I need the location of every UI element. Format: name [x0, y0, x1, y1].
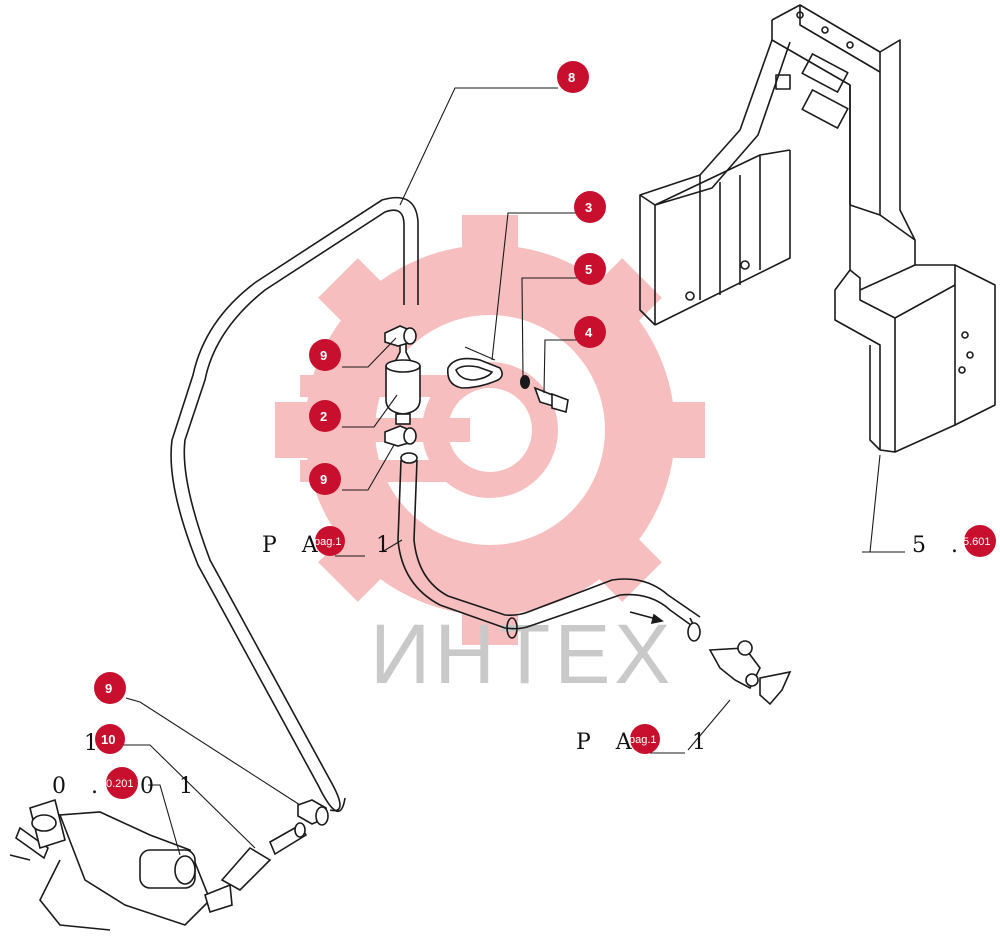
- ref-pump: 0 . 0.201 0 1: [52, 767, 202, 799]
- ref-pag-lower-suffix: 1: [692, 730, 715, 755]
- ref-fitting-prefix: 1: [84, 731, 107, 756]
- ref-frame-badge: 5.601: [963, 536, 991, 548]
- ref-frame-prefix: 5 .: [912, 533, 967, 558]
- ref-pag-lower-badge: pag.1: [629, 734, 657, 746]
- hose-clamp-upper: [384, 325, 417, 347]
- callout-8-label: 8: [568, 70, 575, 85]
- hex-bolt: [533, 386, 569, 414]
- ref-pump-badge: 0.201: [106, 778, 134, 790]
- ref-pump-prefix: 0 .: [52, 774, 107, 799]
- ref-frame: 5 . 5.601: [862, 525, 996, 558]
- callout-9-middle-label: 9: [320, 472, 327, 487]
- callout-4-label: 4: [585, 325, 593, 340]
- callout-5-label: 5: [585, 262, 592, 277]
- callout-4[interactable]: 4: [574, 316, 606, 348]
- ref-fitting: 1 10: [84, 724, 125, 756]
- callout-3[interactable]: 3: [574, 191, 606, 223]
- callout-9-middle[interactable]: 9: [309, 463, 341, 495]
- watermark-text: ИНТЕХ: [370, 607, 674, 701]
- ref-fitting-badge: 10: [101, 732, 115, 747]
- fuel-filter: [385, 339, 421, 425]
- ref-pump-suffix: 0 1: [140, 774, 202, 799]
- watermark-gear-logo: [275, 215, 705, 645]
- fuel-pump: [9, 798, 233, 931]
- callout-9-upper[interactable]: 9: [309, 339, 341, 371]
- lock-washer: [520, 375, 530, 389]
- frame-bracket: [639, 4, 996, 453]
- ref-pag-lower-prefix: P A: [576, 730, 641, 755]
- hose-fitting: [220, 822, 308, 891]
- callout-2-label: 2: [320, 409, 327, 424]
- callout-9-lower-label: 9: [105, 681, 112, 696]
- ref-pag-upper-suffix: 1: [376, 533, 399, 558]
- ref-pag-upper-badge: pag.1: [314, 536, 342, 548]
- callout-3-label: 3: [585, 200, 592, 215]
- fuel-pipe-long: [170, 196, 419, 813]
- fuel-tap: [687, 622, 792, 706]
- callout-8[interactable]: 8: [557, 61, 589, 93]
- callout-2[interactable]: 2: [309, 400, 341, 432]
- ref-pag-upper-prefix: P A: [262, 533, 327, 558]
- callout-9-lower[interactable]: 9: [94, 672, 126, 704]
- hose-clamp-lower: [384, 425, 417, 447]
- leader-lines: [120, 87, 881, 856]
- callout-5[interactable]: 5: [574, 253, 606, 285]
- pipe-clip: [446, 357, 503, 389]
- callout-9-upper-label: 9: [320, 348, 327, 363]
- ref-pag-lower: P A 1 pag.1: [576, 724, 715, 755]
- ref-pag-upper: P A 1 pag.1: [262, 526, 399, 558]
- hose-clamp-pump: [297, 799, 329, 826]
